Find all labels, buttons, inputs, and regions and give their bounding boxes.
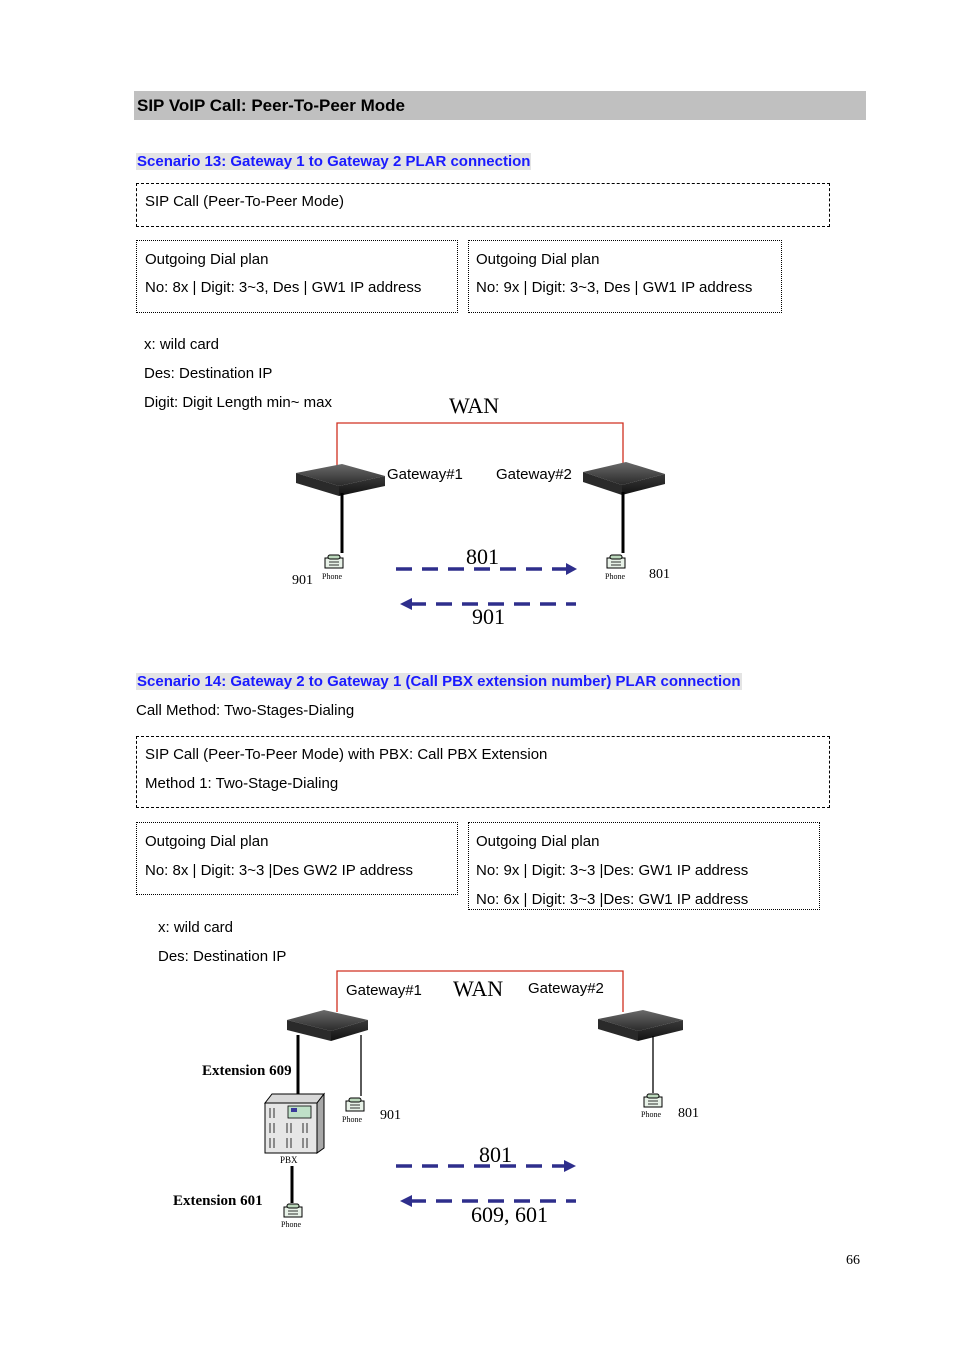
phone-right-number: 801 <box>649 567 670 582</box>
phone-icon <box>643 1093 663 1108</box>
pbx-icon <box>263 1092 326 1154</box>
wan-link <box>336 422 624 470</box>
legend-wildcard: x: wild card <box>144 336 220 353</box>
gateway-1-device <box>296 464 385 496</box>
gateway-2-device <box>583 462 665 495</box>
arrow-left-head <box>400 598 412 610</box>
phone-label: Phone <box>342 1115 362 1124</box>
scenario-13-gw1-dial-plan: Outgoing Dial plan No: 8x | Digit: 3~3, … <box>136 240 458 313</box>
dial-plan-rule-1: No: 9x | Digit: 3~3 |Des: GW1 IP address <box>476 862 749 879</box>
sip-call-line-2: Method 1: Two-Stage-Dialing <box>145 775 339 792</box>
gateway-1-label: Gateway#1 <box>346 982 422 999</box>
legend-destination: Des: Destination IP <box>158 948 287 965</box>
dial-plan-rule: No: 9x | Digit: 3~3, Des | GW1 IP addres… <box>476 279 753 296</box>
gateway-1-device <box>287 1010 368 1041</box>
legend-digit: Digit: Digit Length min~ max <box>144 394 332 411</box>
dial-plan-rule: No: 8x | Digit: 3~3 |Des GW2 IP address <box>145 862 414 879</box>
phone-gw1-number: 901 <box>380 1108 401 1123</box>
gateway-2-device <box>598 1010 683 1041</box>
phone-icon <box>324 554 344 569</box>
arrow-left-head <box>400 1195 412 1207</box>
phone-gw2-number: 801 <box>678 1106 699 1121</box>
phone-icon <box>345 1097 365 1112</box>
gateway-1-label: Gateway#1 <box>387 466 463 483</box>
scenario-13-gw2-dial-plan: Outgoing Dial plan No: 9x | Digit: 3~3, … <box>468 240 782 313</box>
arrow-right-number: 801 <box>479 1142 512 1167</box>
scenario-14-gw1-dial-plan: Outgoing Dial plan No: 8x | Digit: 3~3 |… <box>136 822 458 895</box>
gateway-2-label: Gateway#2 <box>496 466 572 483</box>
gateway-2-label: Gateway#2 <box>528 980 604 997</box>
dial-plan-rule-2: No: 6x | Digit: 3~3 |Des: GW1 IP address <box>476 891 749 908</box>
arrow-left-number: 901 <box>472 604 505 629</box>
scenario-14-title: Scenario 14: Gateway 2 to Gateway 1 (Cal… <box>136 673 742 690</box>
phone-left-number: 901 <box>292 573 313 588</box>
dial-plan-rule: No: 8x | Digit: 3~3, Des | GW1 IP addres… <box>145 279 422 296</box>
legend-destination: Des: Destination IP <box>144 365 273 382</box>
scenario-13-sip-call-box: SIP Call (Peer-To-Peer Mode) <box>136 183 830 227</box>
extension-601-label: Extension 601 <box>173 1193 263 1209</box>
arrow-right-head <box>564 1160 576 1172</box>
dial-plan-header: Outgoing Dial plan <box>476 833 600 850</box>
arrow-right-number: 801 <box>466 544 499 569</box>
scenario-13-title: Scenario 13: Gateway 1 to Gateway 2 PLAR… <box>136 153 532 170</box>
section-title: SIP VoIP Call: Peer-To-Peer Mode <box>134 91 866 120</box>
call-method-label: Call Method: Two-Stages-Dialing <box>136 702 355 719</box>
phone-left-label: Phone <box>322 572 342 581</box>
pbx-label: PBX <box>280 1155 298 1165</box>
scenario-14-gw2-dial-plan: Outgoing Dial plan No: 9x | Digit: 3~3 |… <box>468 822 820 910</box>
wan-label: WAN <box>449 393 500 418</box>
legend-wildcard: x: wild card <box>158 919 234 936</box>
dial-plan-header: Outgoing Dial plan <box>476 251 600 268</box>
wan-label: WAN <box>453 976 504 1001</box>
wan-link <box>336 970 624 1012</box>
phone-icon <box>606 554 626 569</box>
arrow-left-number: 609, 601 <box>471 1202 548 1227</box>
phone-right-label: Phone <box>605 572 625 581</box>
dial-plan-header: Outgoing Dial plan <box>145 833 269 850</box>
page-number: 66 <box>846 1253 860 1268</box>
arrow-right-head <box>566 563 577 575</box>
extension-609-label: Extension 609 <box>202 1063 292 1079</box>
dial-plan-header: Outgoing Dial plan <box>145 251 269 268</box>
sip-call-label: SIP Call (Peer-To-Peer Mode) <box>145 193 344 210</box>
phone-label: Phone <box>641 1110 661 1119</box>
phone-icon <box>283 1203 303 1218</box>
sip-call-line-1: SIP Call (Peer-To-Peer Mode) with PBX: C… <box>145 746 548 763</box>
scenario-14-sip-call-box: SIP Call (Peer-To-Peer Mode) with PBX: C… <box>136 736 830 808</box>
phone-label: Phone <box>281 1220 301 1229</box>
